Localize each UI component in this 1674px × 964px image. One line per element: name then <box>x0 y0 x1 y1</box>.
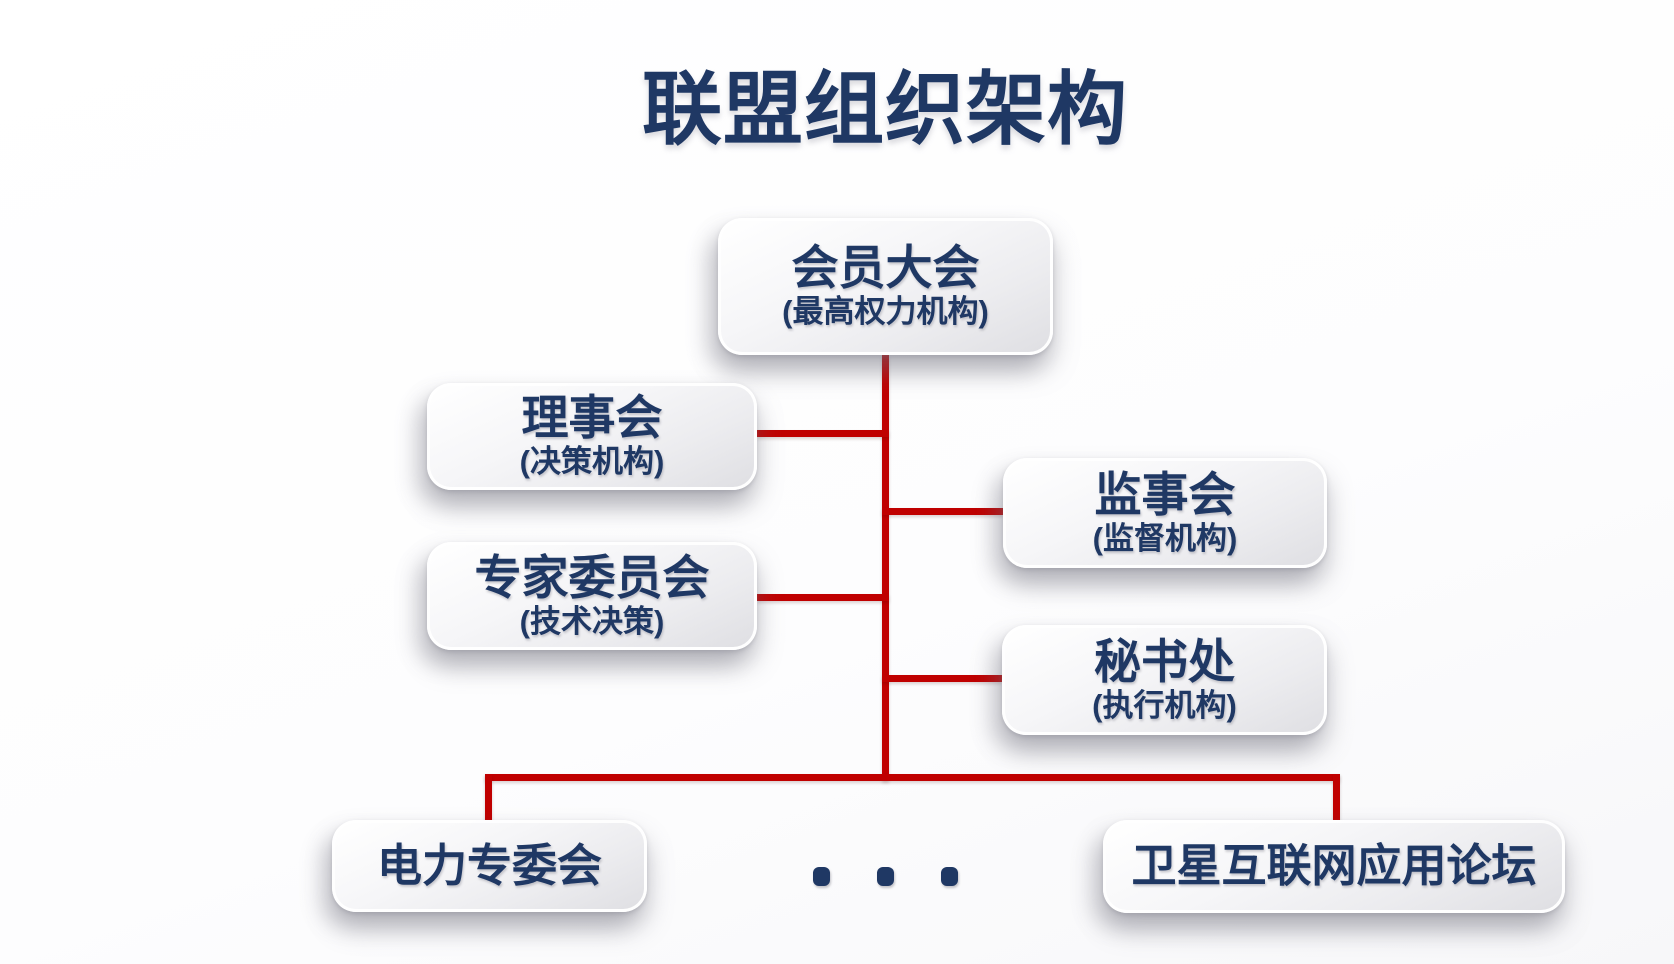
org-node-member-assembly: 会员大会 (最高权力机构) <box>718 218 1053 355</box>
node-title: 监事会 <box>1094 467 1236 521</box>
connector-secretariat-branch <box>882 675 1002 682</box>
org-node-supervisory-board: 监事会 (监督机构) <box>1003 458 1327 568</box>
connector-expert-branch <box>757 594 889 601</box>
node-title: 电力专委会 <box>376 839 602 891</box>
ellipsis-dot <box>941 866 958 886</box>
connector-bottom-horizontal <box>485 774 1340 781</box>
org-node-secretariat: 秘书处 (执行机构) <box>1002 625 1327 735</box>
node-subtitle: (技术决策) <box>519 603 665 639</box>
ellipsis-dot <box>813 866 830 886</box>
ellipsis-dot <box>877 866 894 886</box>
node-title: 专家委员会 <box>474 550 710 604</box>
connector-supervisory-branch <box>882 508 1003 515</box>
node-title: 理事会 <box>521 391 663 445</box>
node-title: 卫星互联网应用论坛 <box>1131 840 1537 892</box>
node-subtitle: (执行机构) <box>1092 687 1237 723</box>
node-title: 秘书处 <box>1094 634 1235 688</box>
org-node-power-committee: 电力专委会 <box>332 820 647 912</box>
connector-bottom-left-drop <box>485 774 492 821</box>
node-subtitle: (决策机构) <box>519 444 665 480</box>
org-node-satellite-forum: 卫星互联网应用论坛 <box>1103 820 1565 913</box>
ellipsis-dots <box>813 866 958 886</box>
org-node-council: 理事会 (决策机构) <box>427 383 757 490</box>
node-subtitle: (最高权力机构) <box>782 294 989 330</box>
page-title: 联盟组织架构 <box>642 65 1128 154</box>
org-node-expert-committee: 专家委员会 (技术决策) <box>427 542 757 650</box>
node-subtitle: (监督机构) <box>1092 520 1238 556</box>
node-title: 会员大会 <box>791 241 980 295</box>
connector-bottom-right-drop <box>1333 774 1340 824</box>
connector-council-branch <box>757 430 889 437</box>
connector-main-vertical <box>882 355 889 781</box>
